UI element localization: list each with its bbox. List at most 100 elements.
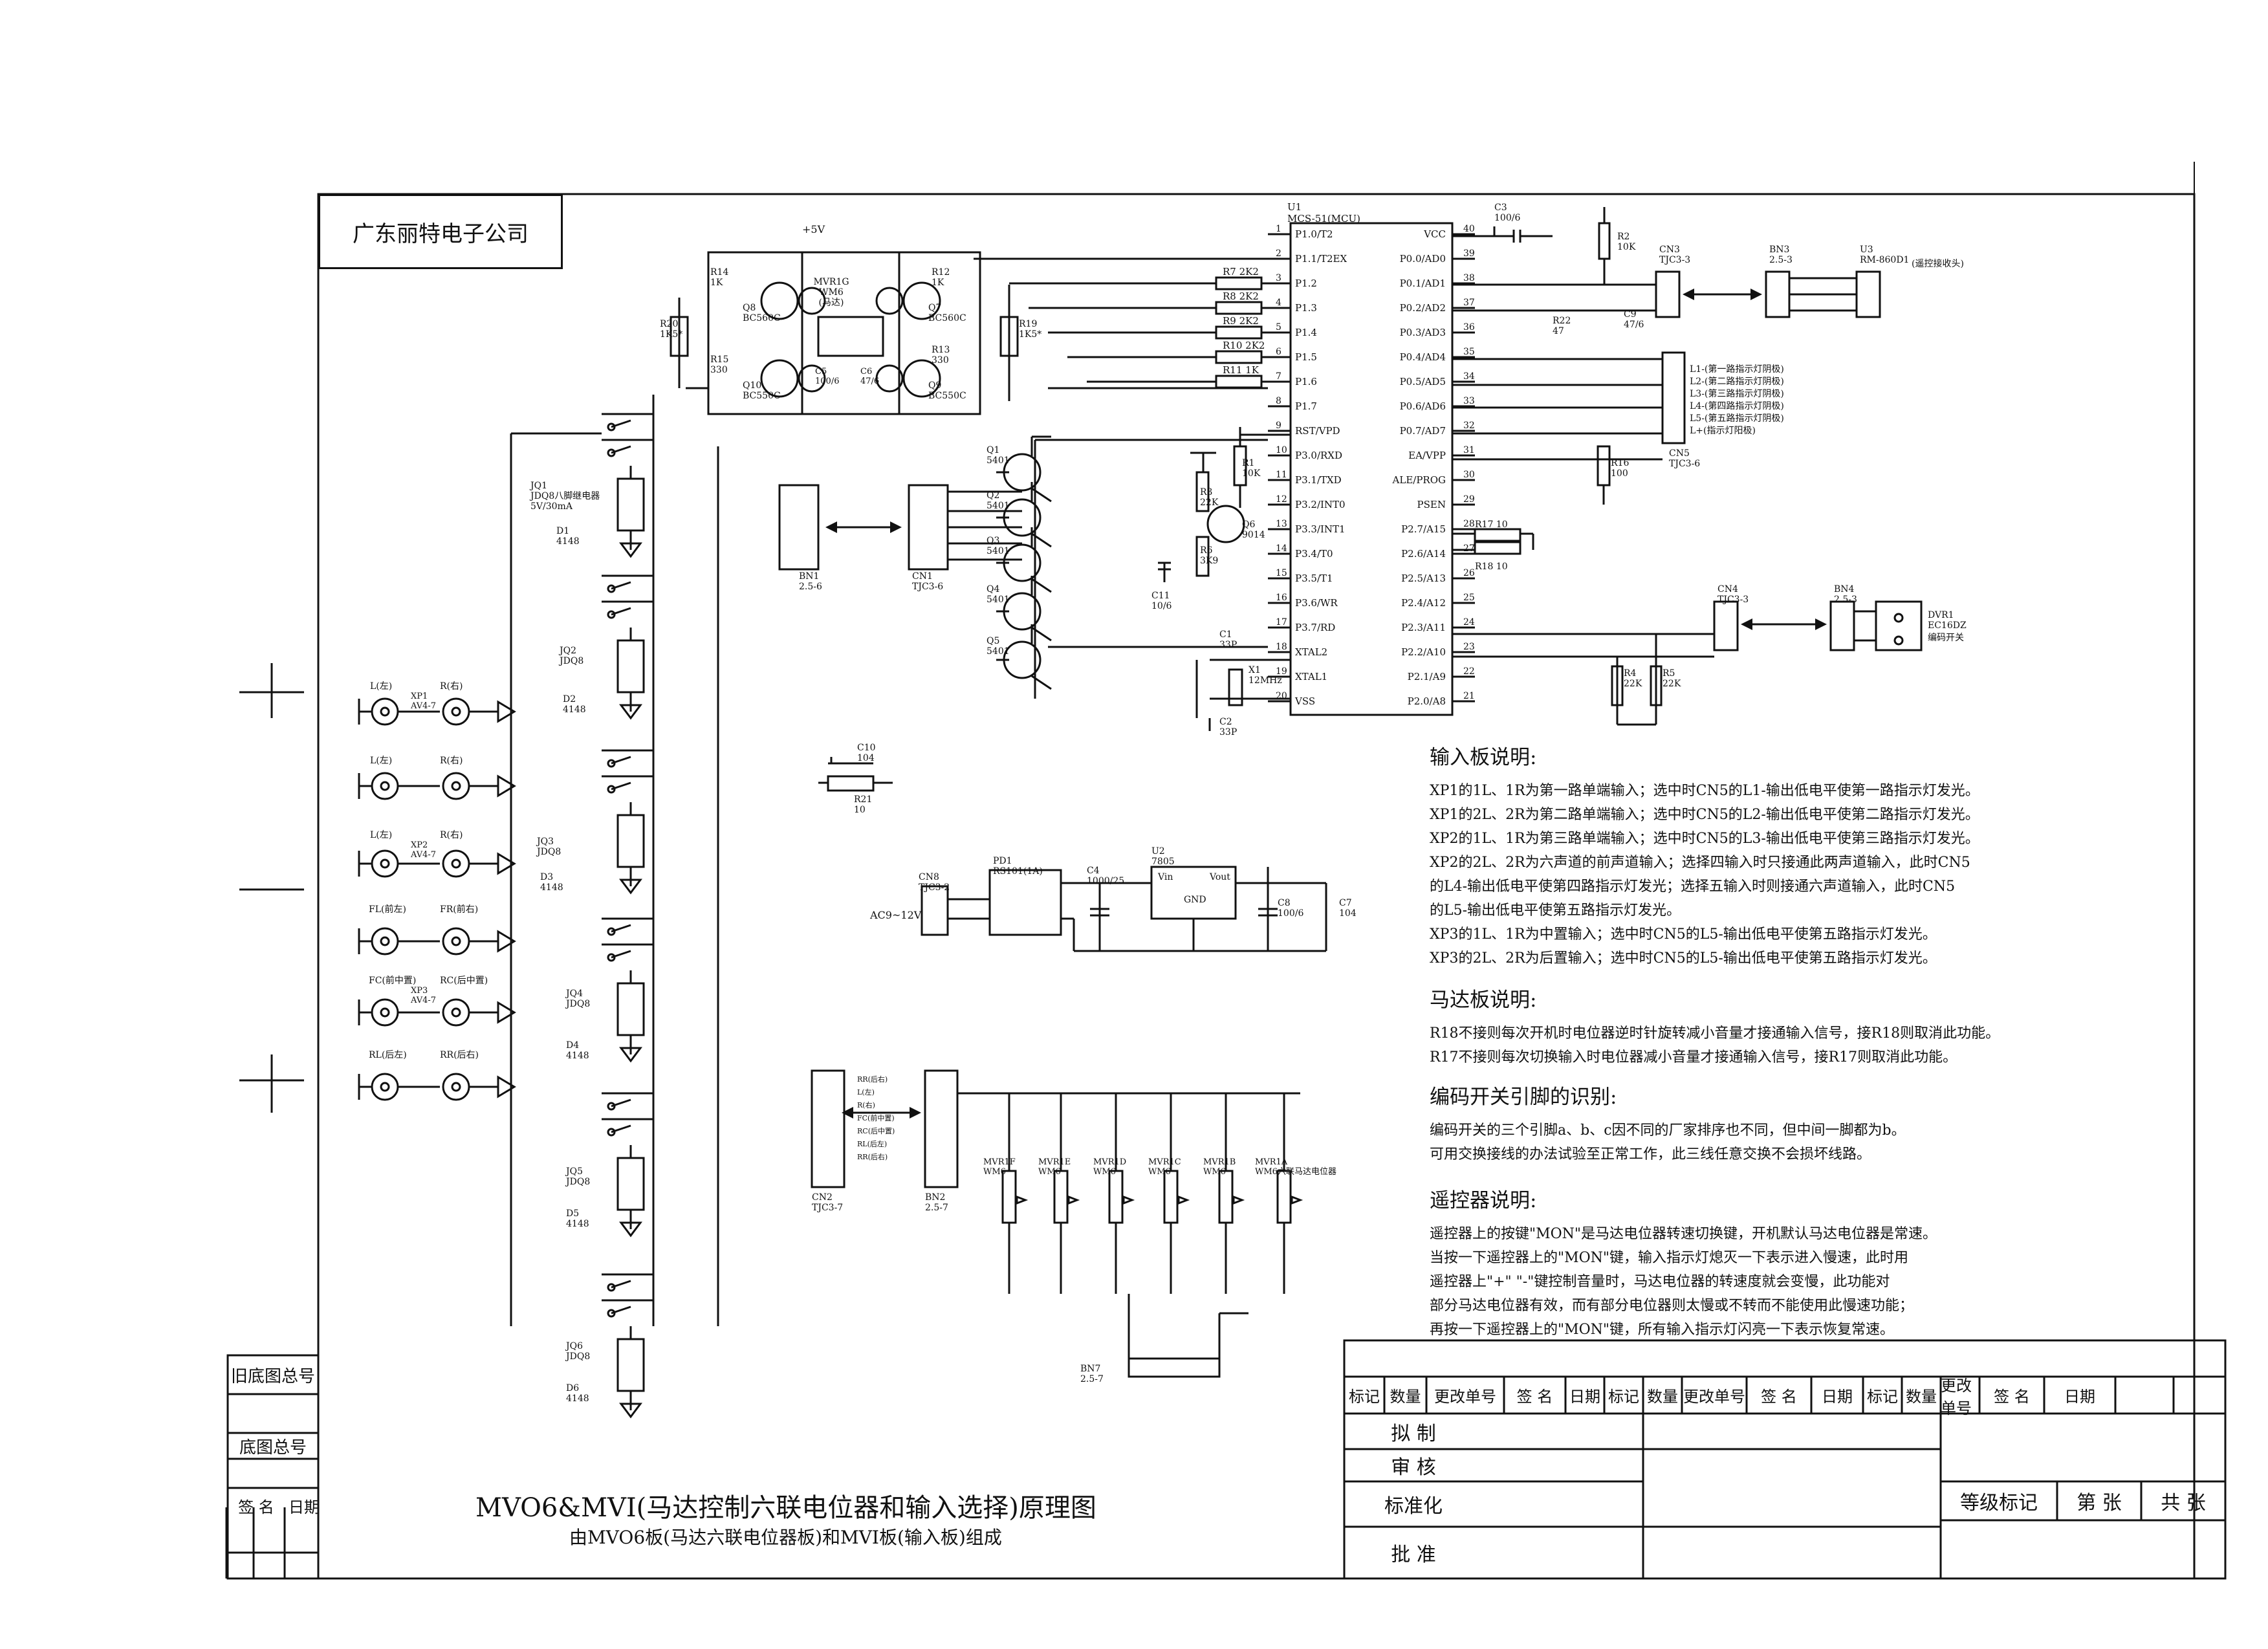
u2-pin-label: Vin	[1157, 872, 1173, 882]
rca-label: L(左)	[370, 681, 392, 692]
note-line: XP1的2L、2R为第二路单端输入；选中时CN5的L2-输出低电平使第二路指示灯…	[1430, 807, 1979, 823]
note-line: 再按一下遥控器上的"MON"键，所有输入指示灯闪亮一下表示恢复常速。	[1430, 1322, 1895, 1338]
mcu-pin-name: ALE/PROG	[1392, 474, 1446, 486]
mcu-pin-number: 40	[1463, 224, 1475, 234]
u3-desc: (遥控接收头)	[1912, 258, 1964, 269]
mcu-pin-name: P1.3	[1295, 302, 1317, 314]
note-line: 当按一下遥控器上的"MON"键，输入指示灯熄灭一下表示进入慢速，此时用	[1430, 1250, 1909, 1266]
cn2-pin-label: L(左)	[857, 1088, 875, 1097]
mcu-pin-name: P0.2/AD2	[1400, 302, 1446, 314]
tb-header-cell: 日期	[1569, 1388, 1600, 1406]
mcu-pin-number: 32	[1463, 420, 1475, 431]
mcu-pin-number: 19	[1276, 666, 1287, 677]
note-line: R18不接则每次开机时电位器逆时针旋转减小音量才接通输入信号，接R18则取消此功…	[1430, 1025, 2000, 1042]
mcu-pin-name: P2.2/A10	[1401, 646, 1446, 658]
mcu-pin-name: P3.2/INT0	[1295, 499, 1346, 510]
tb-header-cell: 数量	[1647, 1388, 1678, 1406]
rca-label: FC(前中置)	[369, 975, 416, 986]
cn2-pin-label: RR(后右)	[857, 1152, 888, 1161]
tb-role-approve: 批 准	[1391, 1544, 1436, 1566]
rca-label: RR(后右)	[440, 1050, 479, 1060]
mcu-pin-name: P2.4/A12	[1401, 597, 1446, 609]
note-motor-board: 马达板说明: R18不接则每次开机时电位器逆时针旋转减小音量才接通输入信号，接R…	[1430, 983, 2174, 1069]
tb-date: 日期	[289, 1498, 320, 1516]
mcu-pin-number: 28	[1463, 519, 1475, 529]
note-line: 的L4-输出低电平使第四路指示灯发光；选择五输入时则接通六声道输入，此时CN5	[1430, 879, 1956, 895]
mcu-pin-number: 2	[1276, 248, 1281, 259]
mcu-pin-name: P3.1/TXD	[1295, 474, 1342, 486]
note-line: 编码开关的三个引脚a、b、c因不同的厂家排序也不同，但中间一脚都为b。	[1430, 1122, 1906, 1139]
mcu-pin-name: PSEN	[1417, 499, 1446, 510]
tb-header-cell: 签 名	[1994, 1388, 2030, 1406]
mcu-ref: U1	[1287, 201, 1302, 213]
u2-pin-label: GND	[1184, 895, 1206, 905]
mcu-pin-name: P0.0/AD0	[1400, 253, 1446, 265]
tb-header-cell: 标记	[1349, 1388, 1380, 1406]
note-line: 遥控器上"+" "-"键控制音量时，马达电位器的转速度就会变慢，此功能对	[1430, 1274, 1890, 1290]
cn5-pin-label: L1-(第一路指示灯阴极)	[1690, 364, 1784, 375]
tb-level: 等级标记	[1960, 1492, 2038, 1514]
mcu-pin-name: P2.1/A9	[1408, 671, 1446, 683]
mcu-pin-number: 22	[1463, 666, 1475, 677]
mcu-pin-number: 18	[1276, 642, 1287, 652]
cn5-pin-label: L4-(第四路指示灯阴极)	[1690, 400, 1784, 411]
mcu-pin-name: P0.7/AD7	[1400, 425, 1446, 437]
note-heading: 马达板说明:	[1430, 988, 1537, 1012]
mcu-pin-name: EA/VPP	[1408, 450, 1446, 461]
mcu-pin-name: P1.5	[1295, 351, 1317, 363]
mcu-pin-name: P1.2	[1295, 278, 1317, 289]
mcu-pin-number: 20	[1276, 691, 1287, 701]
tb-header-cell: 数量	[1906, 1388, 1937, 1406]
mcu-pin-number: 31	[1463, 445, 1475, 455]
mcu-pin-number: 4	[1276, 298, 1281, 308]
power-label: +5V	[802, 223, 825, 235]
mcu-pin-number: 10	[1276, 445, 1287, 455]
mcu-pin-name: P0.3/AD3	[1400, 327, 1446, 338]
note-heading: 输入板说明:	[1430, 746, 1537, 769]
mcu-pin-number: 37	[1463, 298, 1475, 308]
mcu-pin-number: 35	[1463, 347, 1475, 357]
mcu-pin-name: P1.6	[1295, 376, 1317, 388]
mcu-pin-name: P2.6/A14	[1401, 548, 1446, 560]
mcu-pin-name: XTAL2	[1295, 646, 1327, 658]
mcu-pin-number: 27	[1463, 543, 1475, 554]
mcu-pin-number: 16	[1276, 593, 1287, 603]
cn5-pin-label: L+(指示灯阳极)	[1690, 426, 1756, 436]
mcu-pin-name: P0.6/AD6	[1400, 400, 1446, 412]
dvr1-desc: 编码开关	[1928, 633, 1964, 643]
mcu-pin-name: XTAL1	[1295, 671, 1327, 683]
r8-label: R8 2K2	[1223, 290, 1259, 302]
